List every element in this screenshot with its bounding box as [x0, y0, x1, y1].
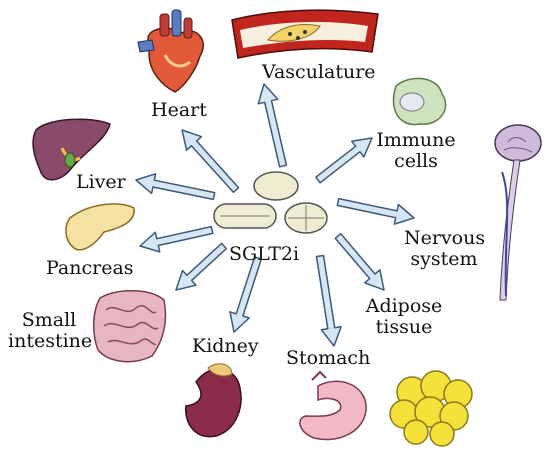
heart-label: Heart	[151, 99, 207, 121]
heart-icon	[137, 9, 204, 93]
small-intestine-label-line-1: Small	[21, 309, 77, 331]
immune-cells-label: Immune cells	[376, 130, 456, 172]
arrows-layer	[135, 83, 415, 347]
arrow-to-immune	[315, 137, 373, 184]
vasculature-label: Vasculature	[262, 61, 376, 83]
arrow-to-nervous	[336, 197, 415, 225]
nervous-system-label-line-1: Nervous	[404, 227, 486, 249]
nervous-system-icon	[494, 124, 542, 301]
immune-cells-label-line-2: cells	[394, 150, 438, 172]
adipose-tissue-label-line-2: tissue	[375, 316, 433, 338]
vessel-icon	[231, 9, 379, 59]
arrow-to-stomach	[315, 254, 342, 347]
arrow-to-small-intestine	[175, 242, 228, 291]
intestine-icon	[93, 290, 167, 363]
pill-round-top	[253, 171, 299, 201]
stomach-label: Stomach	[286, 347, 371, 369]
adipose-icon	[389, 370, 473, 447]
immune-cells-label-line-1: Immune	[376, 129, 456, 151]
small-intestine-label-line-2: intestine	[8, 330, 93, 352]
kidney-icon	[185, 363, 242, 438]
stomach-icon	[299, 370, 367, 441]
pancreas-label: Pancreas	[46, 257, 134, 279]
small-intestine-label: Small intestine	[8, 309, 93, 352]
nervous-system-label-line-2: system	[410, 248, 478, 270]
adipose-tissue-label-line-1: Adipose	[365, 295, 443, 317]
immune-cell-icon	[392, 77, 447, 126]
arrow-to-adipose	[334, 232, 385, 291]
arrow-to-kidney	[229, 256, 263, 333]
arrow-to-liver	[135, 173, 216, 201]
liver-icon	[32, 118, 111, 181]
arrow-to-heart	[181, 129, 240, 194]
center-label: SGLT2i	[229, 243, 300, 265]
adipose-tissue-label: Adipose tissue	[364, 296, 444, 338]
pills	[213, 171, 328, 234]
pancreas-icon	[65, 203, 135, 251]
kidney-label: Kidney	[192, 335, 259, 357]
arrow-to-pancreas	[139, 225, 214, 253]
nervous-system-label: Nervous system	[404, 227, 486, 270]
arrow-to-vasculature	[257, 83, 288, 168]
liver-label: Liver	[76, 171, 126, 193]
